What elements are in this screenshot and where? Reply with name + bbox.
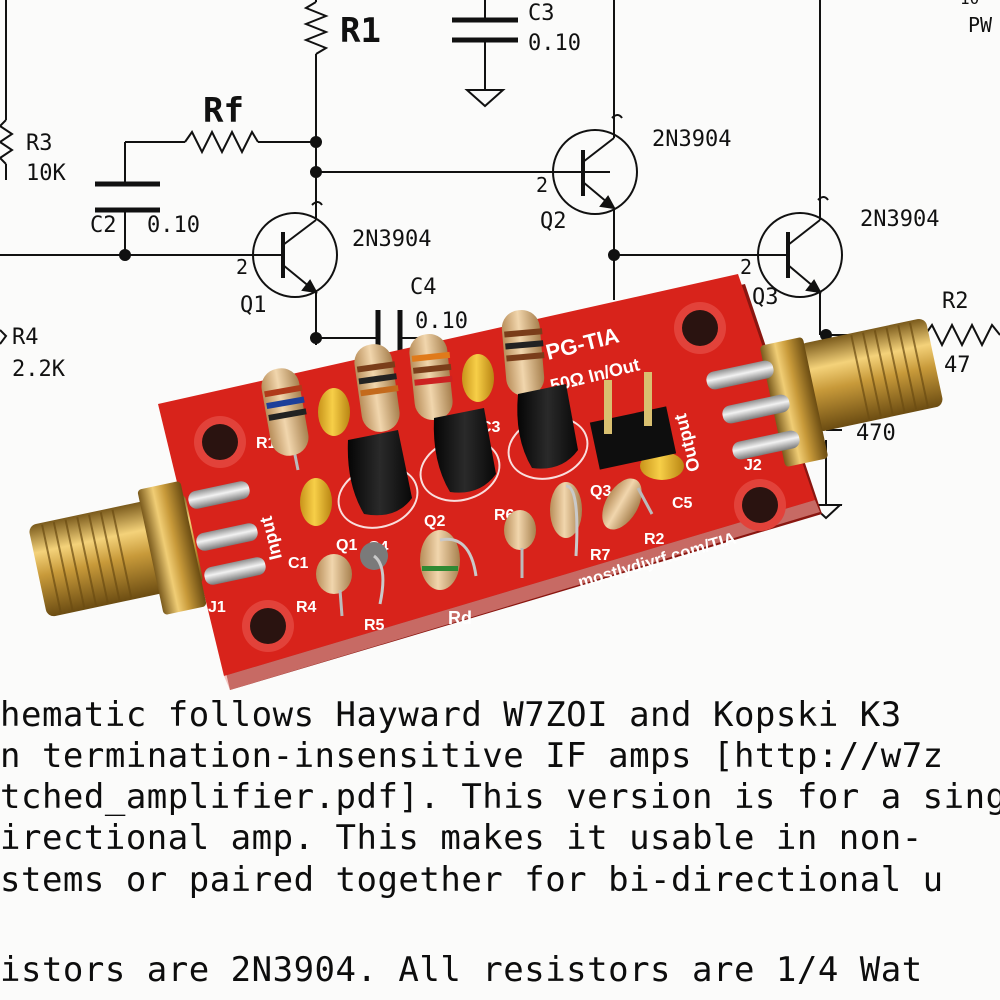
r3-value: 10K — [26, 161, 66, 186]
q1-pin2: 2 — [236, 255, 248, 279]
capacitor-C3b — [462, 354, 494, 402]
resistor-R-top-1 — [354, 344, 400, 432]
body-text-line-5: stems or paired together for bi-directio… — [0, 860, 944, 900]
capacitor-C3a — [318, 388, 350, 436]
body-text-line-3: tched_amplifier.pdf]. This version is fo… — [0, 777, 1000, 817]
q2-pin2: 2 — [536, 173, 548, 197]
q1-label: Q1 — [240, 293, 267, 318]
resistor-R7 — [550, 482, 582, 557]
ref-Q1: Q1 — [336, 537, 357, 554]
r2-name: R2 — [942, 289, 969, 314]
ref-R2: R2 — [644, 531, 665, 548]
c4-value: 0.10 — [415, 309, 468, 334]
transistor-Q1 — [347, 430, 412, 516]
resistor-R6 — [504, 510, 536, 578]
mount-hole-top-left — [194, 416, 246, 468]
ref-R7: R7 — [590, 547, 611, 564]
transistor-Q2 — [433, 408, 496, 493]
ref-Rd: Rd — [448, 608, 472, 628]
mount-hole-top-right — [674, 302, 726, 354]
body-text-line-2: n termination-insensitive IF amps [http:… — [0, 736, 944, 776]
ref-J1: J1 — [208, 599, 226, 616]
resistor-R4 — [316, 554, 352, 617]
r1-label: R1 — [340, 11, 381, 51]
q2-label: Q2 — [540, 209, 567, 234]
c3-value: 0.10 — [528, 31, 581, 56]
capacitor-C5 — [640, 452, 684, 480]
c3-name: C3 — [528, 1, 555, 26]
body-text-line-4: irectional amp. This makes it usable in … — [0, 818, 923, 858]
sma-connector-output — [706, 318, 943, 467]
c2-value: 0.10 — [147, 213, 200, 238]
r2-value: 47 — [944, 353, 971, 378]
ref-J2: J2 — [744, 457, 762, 474]
q2-part: 2N3904 — [652, 127, 731, 152]
capacitor-C1 — [300, 478, 332, 526]
r4-value: 2.2K — [12, 357, 66, 382]
ref-Q2: Q2 — [424, 513, 445, 530]
schematic — [0, 0, 1000, 520]
resistor-Rd — [420, 530, 478, 590]
q1-part: 2N3904 — [352, 227, 431, 252]
resistor-R2 — [602, 478, 654, 530]
pin-header — [589, 372, 677, 470]
ref-Q3: Q3 — [590, 483, 611, 500]
sma-connector-input — [29, 481, 266, 617]
q3-pin2: 2 — [740, 255, 752, 279]
c2-name: C2 — [90, 213, 117, 238]
resistor-R1 — [261, 368, 309, 471]
body-text-line-7: istors are 2N3904. All resistors are 1/4… — [0, 950, 923, 990]
ref-R4: R4 — [296, 599, 317, 616]
mount-hole-bottom-left — [242, 600, 294, 652]
resistor-R-top-2 — [409, 334, 453, 420]
rf-label: Rf — [203, 91, 244, 131]
r470-value: 470 — [856, 421, 896, 446]
q3-part: 2N3904 — [860, 207, 939, 232]
resistor-R5 — [360, 542, 388, 605]
c4-name: C4 — [410, 275, 437, 300]
ref-C1: C1 — [288, 555, 309, 572]
schematic-labels: R1 Rf C3 0.10 R3 10K C2 0.10 2N3904 2N39… — [12, 0, 993, 446]
q3-label: Q3 — [752, 285, 779, 310]
top-fragment: 10 — [960, 0, 979, 8]
r4-name: R4 — [12, 325, 39, 350]
resistor-R-top-3 — [501, 310, 545, 396]
ref-C5: C5 — [672, 495, 693, 512]
ref-R5: R5 — [364, 617, 385, 634]
mount-hole-bottom-right — [734, 479, 786, 531]
body-text-line-1: hematic follows Hayward W7ZOI and Kopski… — [0, 695, 902, 735]
transistor-Q3 — [517, 384, 578, 469]
pcb-board: PG-TIA 50Ω In/Out mostlydiyrf.com/TIA In… — [29, 274, 943, 690]
pw-fragment: PW — [968, 13, 993, 37]
r3-name: R3 — [26, 131, 53, 156]
